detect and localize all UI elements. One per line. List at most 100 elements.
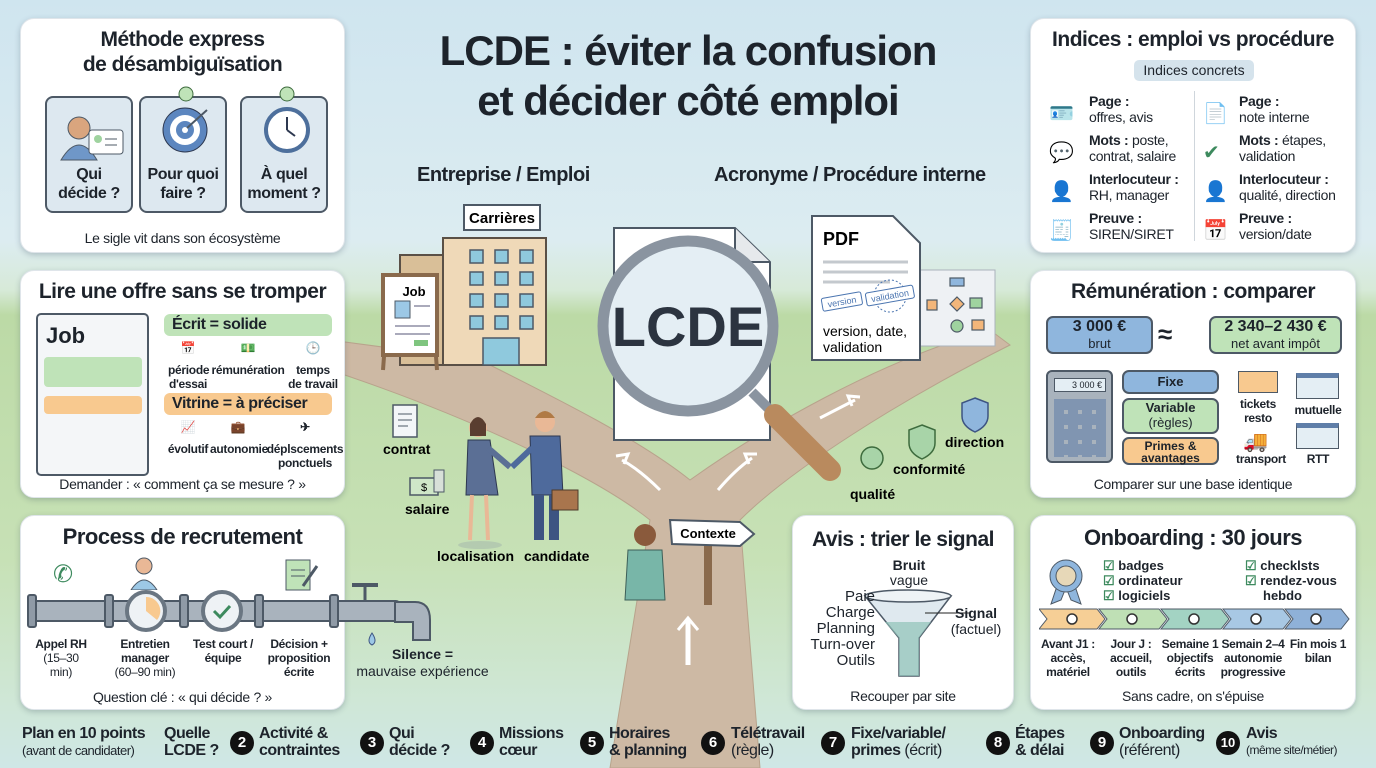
rtt-icon [1296, 423, 1339, 449]
manager-icon [130, 557, 158, 590]
contract-icon [392, 404, 418, 438]
perk-transport: transport [1236, 452, 1286, 466]
plan-item-5: Horaires& planning [609, 725, 687, 759]
plan-number-3: 3 [360, 731, 384, 755]
timeline-bar [1039, 608, 1350, 630]
pdf-caption-1: version, date, [823, 323, 907, 339]
solid-highlight [44, 357, 142, 387]
title-line-1: LCDE : éviter la confusion [439, 27, 938, 74]
plan-number-7: 7 [821, 731, 845, 755]
note-icon: 📄 [1203, 103, 1228, 125]
plan-title: Plan en 10 points(avant de candidater) [22, 725, 146, 758]
mutuelle-icon [1296, 373, 1339, 399]
checkbox-icon: ☑ [1103, 573, 1115, 588]
remuneration-title: Rémunération : comparer [1070, 280, 1316, 303]
plan-item-7: Fixe/variable/primes (écrit) [851, 725, 946, 759]
left-icons: 🪪 💬 👤 🧾 [1049, 95, 1074, 251]
indice-right-1: Mots : étapes,validation [1239, 132, 1326, 164]
step-appel-rh: Appel RH(15–30 min) [35, 637, 87, 679]
indice-right-3: Preuve :version/date [1239, 210, 1312, 242]
avis-title: Avis : trier le signal [812, 528, 994, 551]
silence-note: Silence =mauvaise expérience [356, 646, 489, 679]
offer-card: Lire une offre sans se tromper Job Écrit… [20, 270, 345, 498]
person-icon: 👤 [1049, 181, 1074, 203]
speech-bubble-icon: 💬 [1049, 142, 1074, 164]
indices-card: Indices : emploi vs procédure Indices co… [1030, 18, 1356, 253]
page-title: LCDE : éviter la confusion et décider cô… [390, 26, 986, 126]
profile-page-icon: 🪪 [1049, 103, 1074, 125]
approx-sign: ≈ [1158, 319, 1173, 349]
funnel-icon [863, 589, 971, 677]
offer-title: Lire une offre sans se tromper [38, 280, 327, 303]
remuneration-card: Rémunération : comparer 3 000 €brut ≈ 2 … [1030, 270, 1356, 498]
clock-icon: 🕒 [305, 341, 321, 355]
direction-arrows [615, 394, 861, 665]
plan-item-8: Étapes& délai [1015, 725, 1065, 759]
magnifier-text: LCDE [612, 295, 764, 358]
quality-badge-icon [860, 446, 884, 470]
calculator-display: 3 000 € [1054, 378, 1106, 392]
process-footer: Question clé : « qui décide ? » [92, 689, 273, 705]
plan-number-8: 8 [986, 731, 1010, 755]
id-card-icon [60, 116, 124, 161]
calendar-icon: 📅 [180, 341, 196, 355]
handshake-people-icon [458, 411, 579, 549]
plan-number-5: 5 [580, 731, 604, 755]
indice-left-1: Mots : poste,contrat, salaire [1089, 132, 1177, 164]
onboarding-title: Onboarding : 30 jours [1083, 525, 1303, 550]
step-test: Test court /équipe [192, 637, 254, 665]
checkbox-icon: ☑ [1103, 558, 1115, 573]
job-board-icon: Job [381, 273, 439, 371]
signpost-label: Contexte [680, 526, 736, 541]
indices-title: Indices : emploi vs procédure [1052, 28, 1334, 51]
checklist-a: ☑ badges ☑ ordinateur ☑ logiciels [1103, 558, 1183, 603]
checkbox-icon: ☑ [1245, 558, 1257, 573]
plan-item-2: Activité &contraintes [259, 725, 340, 759]
stamp-version: version [827, 295, 857, 310]
briefcase-icon: 💼 [230, 420, 246, 434]
onboarding-footer: Sans cadre, on s'épuise [1121, 688, 1265, 704]
label-direction: direction [945, 434, 1004, 450]
perk-mutuelle: mutuelle [1294, 403, 1342, 417]
offer-footer: Demander : « comment ça se mesure ? » [59, 476, 306, 492]
target-icon [162, 86, 208, 153]
plane-icon: ✈ [300, 420, 310, 434]
pdf-caption-2: validation [823, 339, 882, 355]
medal-icon [1049, 559, 1083, 605]
label-qualite: qualité [850, 486, 895, 502]
pdf-document-icon [811, 215, 921, 361]
plan-number-4: 4 [470, 731, 494, 755]
vitrine-label: Vitrine = à préciser [164, 393, 332, 415]
receipt-icon: 🧾 [1049, 220, 1074, 242]
label-candidate: candidate [524, 548, 590, 564]
building-sign: Carrières [469, 210, 535, 227]
indice-left-2: Interlocuteur :RH, manager [1089, 171, 1179, 203]
truck-icon: 🚚 [1243, 431, 1268, 453]
right-icons: 📄✔👤📅 [1203, 95, 1228, 251]
plan-item-6: Télétravail(règle) [731, 725, 805, 759]
job-offer-doc-label: Job [46, 323, 86, 348]
svg-text:$: $ [421, 482, 427, 494]
label-conformite: conformité [893, 461, 966, 477]
indice-right-2: Interlocuteur :qualité, direction [1239, 171, 1336, 203]
checkmark-icon: ✔ [1203, 142, 1220, 164]
primes-box: Primes &avantages [1122, 437, 1219, 465]
plan-item-9: Onboarding(référent) [1119, 725, 1205, 759]
